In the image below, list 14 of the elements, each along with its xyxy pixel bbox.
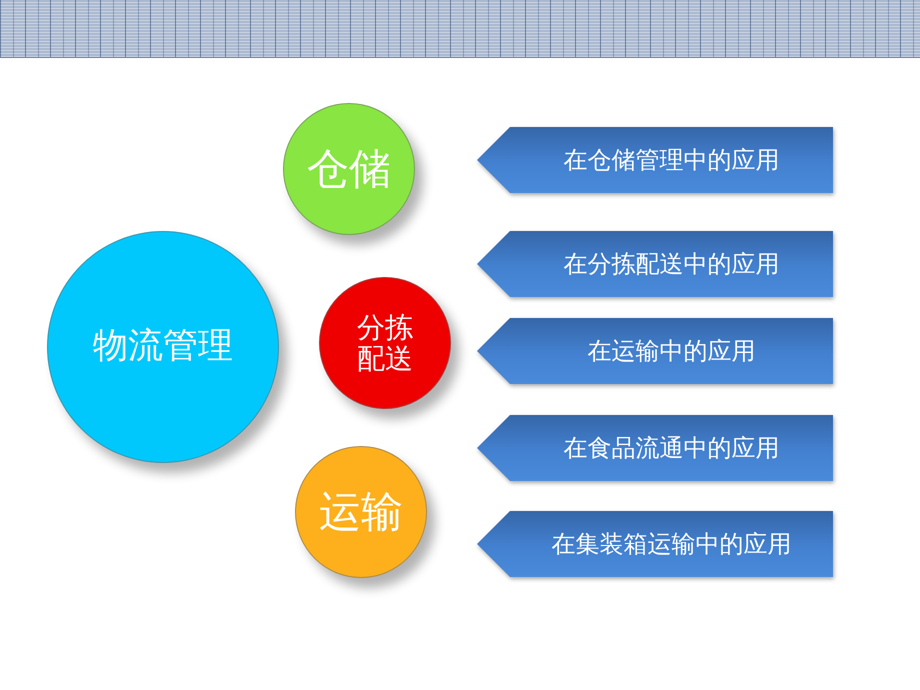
arrow-banner bbox=[477, 231, 833, 297]
banner-label: 在食品流通中的应用 bbox=[564, 434, 780, 462]
arrow-banner bbox=[477, 511, 833, 577]
banner-label: 在集装箱运输中的应用 bbox=[552, 530, 792, 558]
arrow-banner bbox=[477, 318, 833, 384]
banner-label: 在分拣配送中的应用 bbox=[564, 250, 780, 278]
circle-label: 分拣配送 bbox=[356, 312, 414, 374]
circle-label: 运输 bbox=[319, 488, 403, 536]
arrow-banner bbox=[477, 127, 833, 193]
banner-label: 在运输中的应用 bbox=[588, 336, 756, 366]
arrow-banner bbox=[477, 415, 833, 481]
circle-label: 物流管理 bbox=[93, 327, 233, 367]
circle-label: 仓储 bbox=[307, 145, 391, 193]
banner-label: 在仓储管理中的应用 bbox=[564, 146, 780, 174]
